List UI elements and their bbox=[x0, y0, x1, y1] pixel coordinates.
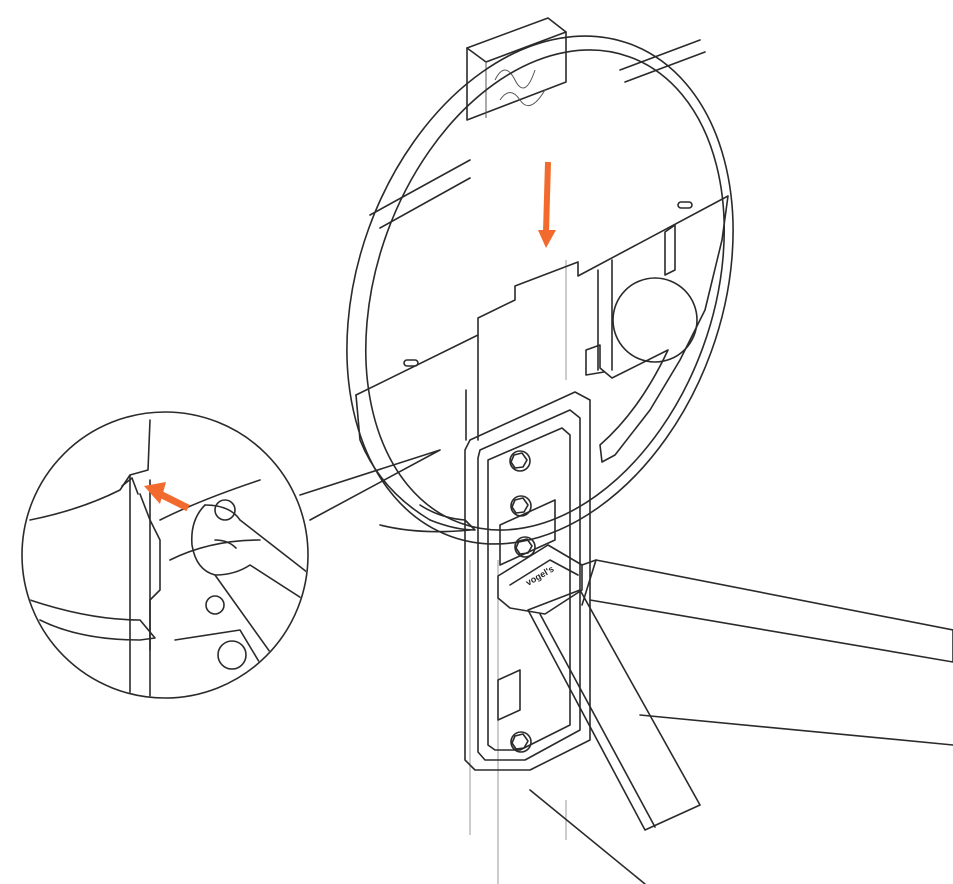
wooden-post bbox=[466, 17, 567, 121]
round-base-plate bbox=[346, 35, 734, 545]
callout-pointer bbox=[299, 449, 441, 521]
support-tubes bbox=[527, 559, 953, 884]
background-lines bbox=[369, 39, 706, 884]
push-arrow-icon bbox=[144, 482, 190, 512]
bolt-1 bbox=[509, 450, 531, 472]
bolt-4 bbox=[510, 731, 532, 753]
down-arrow-icon bbox=[538, 161, 556, 248]
detail-callout-circle bbox=[21, 411, 309, 699]
brand-label: vogel's bbox=[524, 564, 556, 588]
mounting-bracket bbox=[464, 391, 591, 771]
